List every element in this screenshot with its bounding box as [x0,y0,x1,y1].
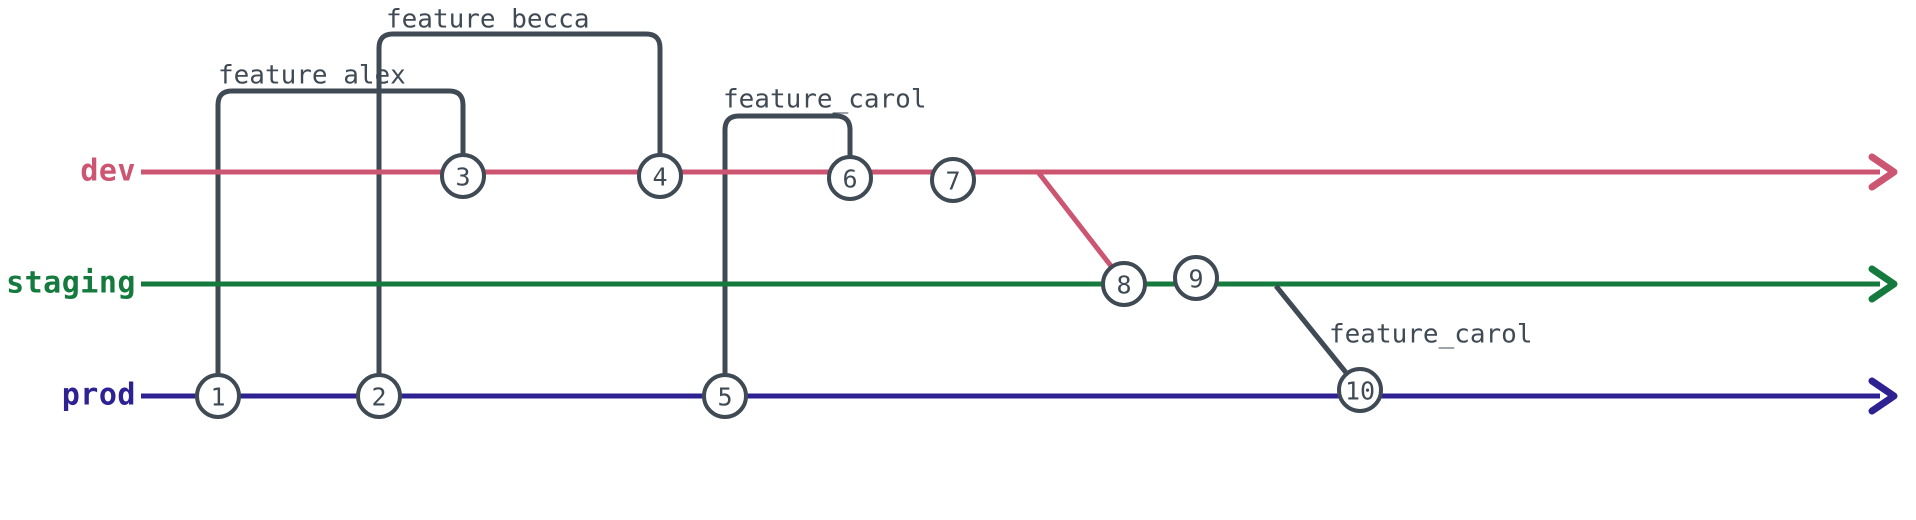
commit-label-10: 10 [1345,377,1375,406]
commit-label-8: 8 [1116,271,1131,300]
commit-circle-3[interactable] [440,153,486,199]
commit-circle-4[interactable] [637,153,683,199]
commit-node-4[interactable]: 4 [637,153,683,199]
lane-lines [141,153,1898,415]
feature-branch-path-feature_carol [722,113,853,396]
commit-node-2[interactable]: 2 [356,373,402,419]
commit-circle-10[interactable] [1337,367,1383,413]
branch-label-feature_carol: feature_carol [723,85,927,115]
commit-label-4: 4 [652,163,667,192]
commit-label-2: 2 [371,383,386,412]
commit-label-7: 7 [945,167,960,196]
lane-arrow-icon-dev [1868,153,1898,191]
commit-node-5[interactable]: 5 [702,373,748,419]
merge-edge-staging-into-prod-feature-carol [1274,284,1354,382]
commit-circle-1[interactable] [195,373,241,419]
merge-edges [1036,170,1354,382]
commit-nodes: 1 2 3 4 5 6 7 8 9 10 [195,153,1383,419]
feature-branch-path-feature_alex [215,88,466,396]
commit-label-1: 1 [210,383,225,412]
text-labels: devstagingprodfeature_carolfeature_alexf… [6,5,1532,413]
commit-label-9: 9 [1188,265,1203,294]
commit-node-7[interactable]: 7 [930,157,976,203]
commit-circle-8[interactable] [1101,261,1147,307]
commit-node-3[interactable]: 3 [440,153,486,199]
commit-circle-9[interactable] [1173,255,1219,301]
commit-circle-5[interactable] [702,373,748,419]
commit-circle-6[interactable] [827,155,873,201]
branch-label-feature_alex: feature_alex [218,61,406,91]
merge-label-staging-into-prod-feature-carol: feature_carol [1329,320,1533,350]
branch-label-feature_becca: feature_becca [386,5,590,35]
commit-label-6: 6 [842,165,857,194]
commit-circle-7[interactable] [930,157,976,203]
commit-node-9[interactable]: 9 [1173,255,1219,301]
commit-label-5: 5 [717,383,732,412]
lane-arrow-icon-prod [1868,377,1898,415]
commit-node-8[interactable]: 8 [1101,261,1147,307]
lane-arrow-icon-staging [1868,265,1898,303]
merge-edge-dev-into-staging [1036,170,1120,277]
feature-branch-path-feature_becca [376,31,663,396]
commit-circle-2[interactable] [356,373,402,419]
feature-branch-paths [215,31,853,396]
commit-node-6[interactable]: 6 [827,155,873,201]
commit-label-3: 3 [455,163,470,192]
lane-label-prod: prod [62,378,136,413]
lane-label-dev: dev [80,154,136,189]
commit-node-1[interactable]: 1 [195,373,241,419]
lane-label-staging: staging [6,266,136,301]
commit-node-10[interactable]: 10 [1337,367,1383,413]
